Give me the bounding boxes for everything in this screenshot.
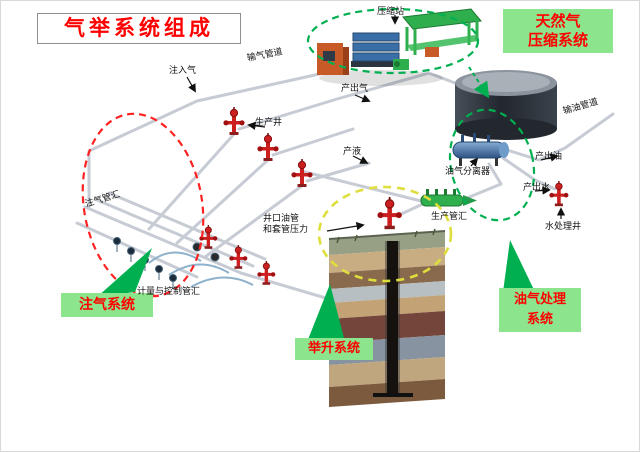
label-metering-control-manifold: 计量与控制管汇 bbox=[137, 287, 201, 297]
wellhead-tree-icon bbox=[290, 158, 314, 188]
label-production-well: 生产井 bbox=[255, 118, 283, 128]
label-processing-line1: 油气处理 bbox=[513, 292, 566, 307]
aux-box-icon bbox=[425, 47, 439, 57]
label-compression-line1: 天然气 bbox=[535, 12, 581, 30]
label-water-treatment-well: 水处理井 bbox=[545, 222, 582, 232]
label-processing-system: 油气处理 系统 bbox=[499, 288, 581, 332]
wellhead-tree-icon bbox=[256, 132, 280, 162]
compressor-station-equipment bbox=[317, 8, 482, 86]
green-dashed-arrow bbox=[468, 66, 490, 99]
label-separator: 油气分离器 bbox=[445, 167, 491, 177]
label-compression-system: 天然气 压缩系统 bbox=[503, 9, 613, 53]
label-compressor-station: 压缩站 bbox=[377, 7, 405, 17]
injection-pointer bbox=[97, 248, 152, 297]
label-produced-liquid: 产液 bbox=[343, 147, 362, 157]
compressor-units-icon bbox=[351, 32, 401, 67]
main-wellhead-tree-icon bbox=[376, 196, 403, 230]
processing-system-outline bbox=[448, 108, 536, 222]
label-produced-water: 产出水 bbox=[523, 183, 551, 193]
label-wellhead-pressure: 井口油管 和套管压力 bbox=[263, 214, 308, 236]
lifting-pointer bbox=[307, 284, 345, 342]
label-injection-gas: 注入气 bbox=[169, 66, 197, 76]
wellhead-tree-icon bbox=[228, 244, 248, 270]
label-wellhead-pressure-line1: 井口油管 bbox=[263, 214, 300, 224]
label-lifting-system: 举升系统 bbox=[295, 338, 373, 360]
page-title: 气举系统组成 bbox=[37, 13, 241, 44]
lifting-system-outline bbox=[317, 185, 453, 283]
wellhead-tree-icon bbox=[222, 106, 246, 136]
processing-pointer bbox=[503, 240, 537, 296]
pump-icon bbox=[393, 59, 409, 70]
wellbore bbox=[373, 241, 413, 397]
water-treatment-wellhead-icon bbox=[548, 180, 569, 207]
flow-arrows bbox=[186, 15, 566, 232]
label-injection-system: 注气系统 bbox=[61, 293, 153, 317]
label-produced-gas: 产出气 bbox=[341, 84, 369, 94]
label-compression-line2: 压缩系统 bbox=[527, 31, 588, 49]
pipeline-network bbox=[75, 69, 615, 301]
label-produced-oil: 产出油 bbox=[535, 152, 563, 162]
production-manifold-equipment bbox=[420, 189, 477, 207]
compression-system-outline bbox=[306, 7, 480, 75]
label-processing-line2: 系统 bbox=[526, 312, 553, 327]
label-wellhead-pressure-line2: 和套管压力 bbox=[263, 225, 309, 235]
injection-system-outline bbox=[81, 112, 205, 298]
label-production-manifold: 生产管汇 bbox=[431, 212, 468, 222]
oil-gas-separator bbox=[452, 133, 509, 166]
storage-tank bbox=[455, 70, 557, 140]
grass-marks-icon bbox=[336, 228, 436, 244]
